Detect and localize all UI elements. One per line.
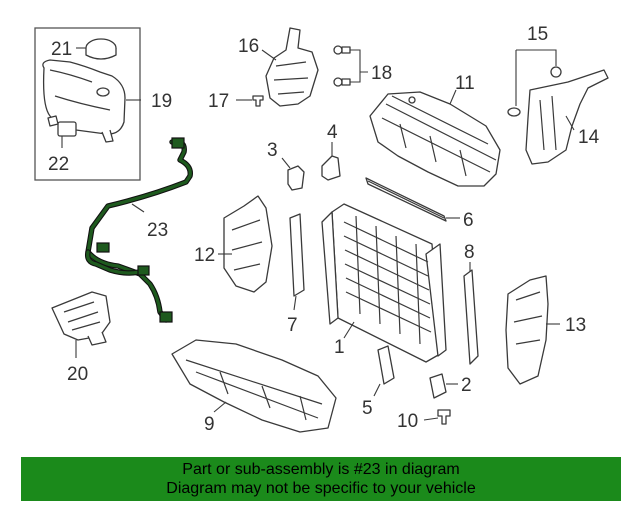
seal-7[interactable] bbox=[289, 213, 305, 297]
callout-14: 14 bbox=[578, 127, 600, 148]
callout-8: 8 bbox=[464, 242, 475, 263]
info-banner: Part or sub-assembly is #23 in diagram D… bbox=[21, 457, 621, 501]
clip-17[interactable] bbox=[252, 95, 264, 107]
callout-23: 23 bbox=[147, 220, 168, 241]
callout-10: 10 bbox=[397, 411, 418, 432]
callout-13: 13 bbox=[565, 315, 586, 336]
callout-5: 5 bbox=[362, 398, 373, 419]
air-duct-16[interactable] bbox=[265, 27, 319, 107]
clip-10[interactable] bbox=[437, 409, 451, 425]
fastener-15b[interactable] bbox=[550, 66, 562, 78]
seal-strip-6[interactable] bbox=[365, 177, 447, 222]
bumper-2[interactable] bbox=[429, 373, 447, 399]
banner-line-2: Diagram may not be specific to your vehi… bbox=[166, 480, 476, 497]
callout-20: 20 bbox=[67, 364, 88, 385]
radiator-hose-23[interactable] bbox=[84, 137, 193, 323]
callout-16: 16 bbox=[238, 36, 259, 57]
callout-12: 12 bbox=[194, 245, 215, 266]
callout-15: 15 bbox=[527, 24, 548, 45]
callout-18: 18 bbox=[371, 63, 392, 84]
banner-line-1: Part or sub-assembly is #23 in diagram bbox=[182, 461, 460, 478]
coolant-reservoir[interactable] bbox=[42, 59, 126, 143]
bracket-4[interactable] bbox=[321, 155, 341, 181]
level-sensor[interactable] bbox=[47, 115, 77, 137]
seal-8[interactable] bbox=[463, 269, 479, 365]
callout-labels: 21 19 22 23 20 16 17 18 3 4 11 15 14 6 1… bbox=[48, 24, 600, 435]
callout-17: 17 bbox=[208, 91, 229, 112]
callout-1: 1 bbox=[334, 337, 345, 358]
reservoir-inset bbox=[34, 27, 141, 181]
side-panel-12[interactable] bbox=[223, 195, 273, 293]
callout-9: 9 bbox=[204, 414, 215, 435]
callout-21: 21 bbox=[51, 39, 72, 60]
callout-3: 3 bbox=[267, 140, 278, 161]
callout-2: 2 bbox=[461, 375, 472, 396]
callout-4: 4 bbox=[327, 122, 338, 143]
fasteners-18[interactable] bbox=[333, 45, 351, 87]
leader-lines bbox=[61, 47, 575, 421]
callout-22: 22 bbox=[48, 154, 69, 175]
callout-6: 6 bbox=[463, 210, 474, 231]
callout-7: 7 bbox=[287, 315, 298, 336]
callout-19: 19 bbox=[151, 91, 172, 112]
bumper-3[interactable] bbox=[287, 165, 305, 191]
side-deflector-13[interactable] bbox=[505, 275, 549, 385]
fastener-15a[interactable] bbox=[507, 107, 521, 117]
lower-deflector-9[interactable] bbox=[171, 339, 337, 433]
radiator-1[interactable] bbox=[321, 203, 447, 363]
reservoir-cap[interactable] bbox=[85, 38, 117, 60]
bracket-5[interactable] bbox=[377, 345, 395, 385]
callout-11: 11 bbox=[455, 73, 475, 94]
bracket-20[interactable] bbox=[51, 291, 111, 346]
upper-shroud-11[interactable] bbox=[369, 91, 501, 187]
